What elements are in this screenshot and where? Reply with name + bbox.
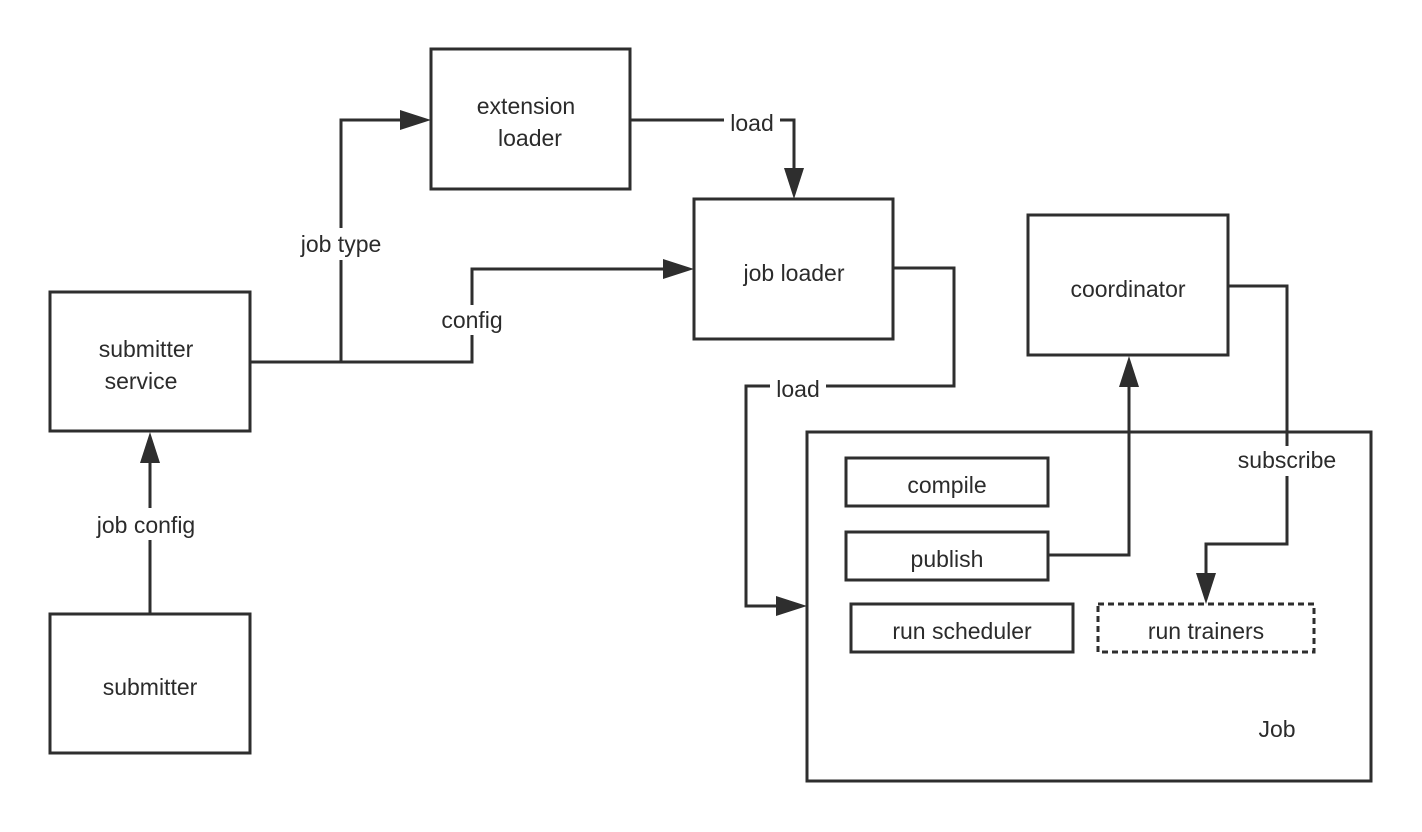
- node-coordinator: coordinator: [1026, 213, 1230, 357]
- node-publish-label: publish: [911, 546, 984, 572]
- node-coordinator-label: coordinator: [1070, 276, 1185, 302]
- node-submitter-label: submitter: [103, 674, 198, 700]
- node-run-trainers-label: run trainers: [1148, 618, 1264, 644]
- edge-extension-loader-to-job-loader: [630, 118, 804, 199]
- edge-publish-to-coordinator: [1048, 356, 1139, 557]
- node-job-loader: job loader: [692, 197, 895, 341]
- node-extension-loader-label-line2: loader: [498, 125, 562, 151]
- edge-label-subscribe: subscribe: [1228, 446, 1346, 476]
- node-submitter: submitter: [48, 612, 252, 755]
- edge-label-config: config: [432, 305, 512, 335]
- edge-label-subscribe-text: subscribe: [1238, 447, 1336, 473]
- node-publish: publish: [844, 530, 1050, 582]
- edge-label-job-type: job type: [287, 228, 395, 260]
- edge-job-loader-to-job: [744, 266, 956, 616]
- node-submitter-service-label-line1: submitter: [99, 336, 194, 362]
- node-job-label: Job: [1258, 716, 1295, 742]
- node-job: Job: [805, 430, 1373, 783]
- edge-label-load-extension: load: [724, 107, 780, 137]
- node-run-scheduler-label: run scheduler: [892, 618, 1032, 644]
- node-extension-loader-label-line1: extension: [477, 93, 575, 119]
- edge-label-job-config-text: job config: [96, 512, 195, 538]
- node-job-loader-label: job loader: [742, 260, 844, 286]
- edge-label-job-config: job config: [84, 508, 216, 540]
- node-submitter-service-label-line2: service: [105, 368, 178, 394]
- node-compile-label: compile: [907, 472, 986, 498]
- node-extension-loader: extension loader: [429, 47, 632, 191]
- edge-coordinator-to-run-trainers: [1196, 284, 1289, 604]
- edge-label-job-type-text: job type: [300, 231, 382, 257]
- edge-label-load-job: load: [770, 373, 826, 403]
- node-run-scheduler: run scheduler: [849, 602, 1075, 654]
- node-compile: compile: [844, 456, 1050, 508]
- edge-service-to-job-loader: [341, 259, 694, 364]
- node-run-trainers: run trainers: [1096, 602, 1316, 654]
- edge-label-load-extension-text: load: [730, 110, 773, 136]
- node-submitter-service: submitter service: [48, 290, 252, 433]
- edge-label-config-text: config: [441, 307, 502, 333]
- edge-label-load-job-text: load: [776, 376, 819, 402]
